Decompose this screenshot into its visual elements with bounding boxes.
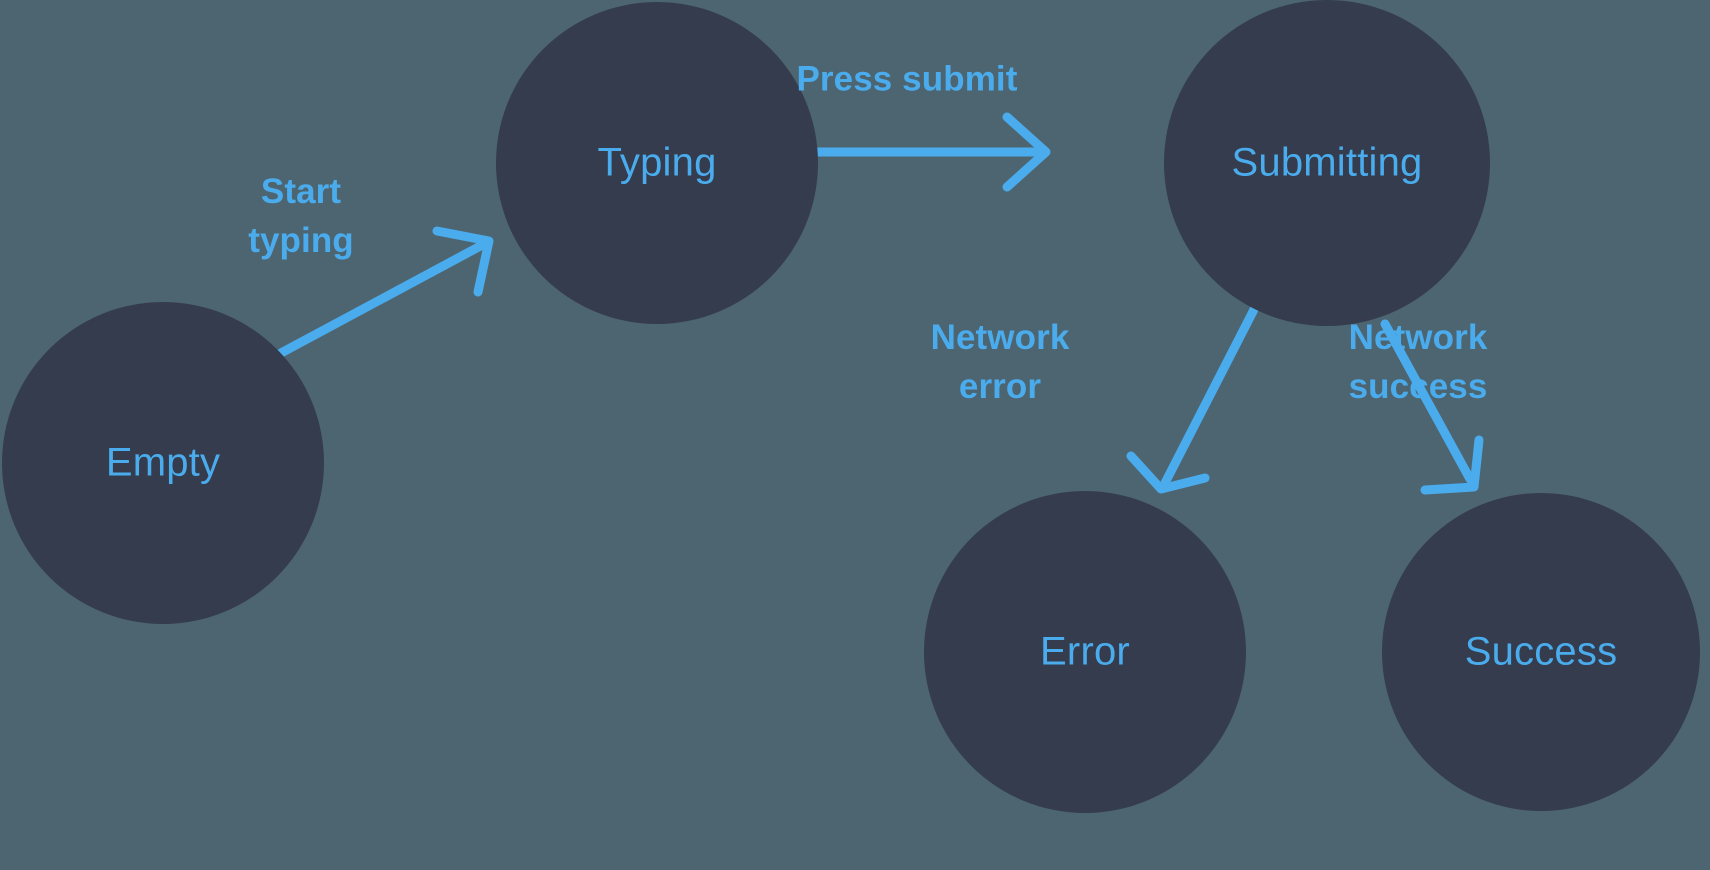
state-node-circle-submitting[interactable]: [1164, 0, 1490, 326]
state-node-label-typing: Typing: [597, 141, 716, 185]
state-node-empty[interactable]: Empty: [2, 302, 324, 624]
state-node-label-empty: Empty: [106, 441, 220, 485]
edge-label-empty-to-typing: Start typing: [248, 172, 354, 260]
state-node-error[interactable]: Error: [924, 491, 1246, 813]
edge-label-line-empty-to-typing-1: typing: [248, 221, 354, 260]
edge-line-empty-to-typing: [276, 238, 491, 358]
edge-label-line-submitting-to-success-1: success: [1349, 367, 1488, 406]
edge-line-submitting-to-error: [1160, 285, 1269, 488]
edge-line-submitting-to-success: [1380, 319, 1475, 484]
edge-label-line-submitting-to-error-1: error: [959, 367, 1041, 406]
edge-submitting-to-success: [1380, 319, 1484, 495]
state-node-circle-success[interactable]: [1382, 493, 1700, 811]
state-node-label-submitting: Submitting: [1232, 141, 1423, 185]
state-node-typing[interactable]: Typing: [496, 2, 818, 324]
edge-label-typing-to-submitting: Press submit: [796, 59, 1017, 98]
state-node-label-error: Error: [1040, 630, 1130, 674]
state-node-submitting[interactable]: Submitting: [1164, 0, 1490, 326]
edge-empty-to-typing: [276, 226, 494, 358]
edge-label-submitting-to-success: Network success: [1349, 318, 1488, 406]
state-node-label-success: Success: [1465, 630, 1618, 674]
state-node-circle-typing[interactable]: [496, 2, 818, 324]
edge-label-line-submitting-to-success-0: Network: [1349, 318, 1488, 357]
state-node-circle-empty[interactable]: [2, 302, 324, 624]
state-node-circle-error[interactable]: [924, 491, 1246, 813]
edge-label-line-typing-to-submitting-0: Press submit: [796, 59, 1017, 98]
arrowhead-icon-submitting-to-error: [1126, 451, 1210, 494]
edge-submitting-to-error: [1126, 285, 1269, 494]
arrowhead-icon-typing-to-submitting: [1002, 112, 1051, 192]
edge-label-line-submitting-to-error-0: Network: [931, 318, 1070, 357]
state-node-success[interactable]: Success: [1382, 493, 1700, 811]
arrowhead-icon-empty-to-typing: [432, 226, 494, 297]
edge-label-submitting-to-error: Network error: [931, 318, 1070, 406]
edge-label-line-empty-to-typing-0: Start: [261, 172, 341, 211]
arrowhead-icon-submitting-to-success: [1420, 435, 1484, 495]
